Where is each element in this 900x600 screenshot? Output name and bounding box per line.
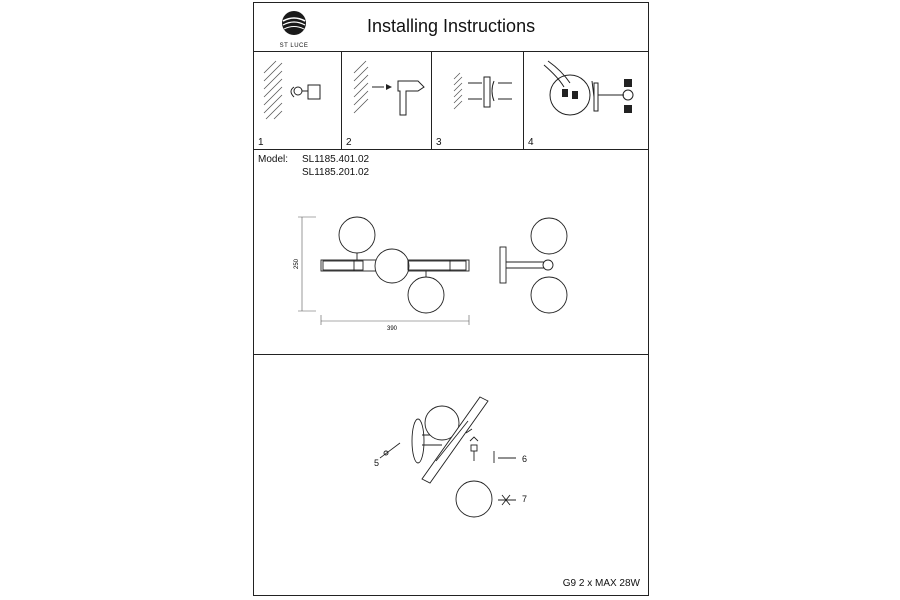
step-1-panel: 1 [254,51,342,149]
step-2-panel: 2 [342,51,432,149]
step-number: 4 [528,137,534,148]
step-number: 2 [346,137,352,148]
brand-logo: ST LUCE [276,9,312,49]
step-number: 3 [436,137,442,148]
bulb-spec: G9 2 x MAX 28W [562,578,640,589]
wall-plate-oval [411,418,425,464]
header: ST LUCE Installing Instructions [254,3,648,52]
section-divider [254,354,648,355]
height-dimension-label: 250 [294,258,300,269]
page-title: Installing Instructions [367,16,536,36]
dimension-drawing: 250 390 [294,216,568,332]
install-steps: 1 2 [254,51,648,150]
step-4-panel: 4 [524,51,650,149]
callout-bulb: 6 [522,454,528,464]
callout-shade: 7 [522,494,528,504]
callout-screw: 5 [374,458,380,468]
mount-bracket-illustration [263,60,321,120]
side-view [499,217,568,314]
model-code: SL1185.201.02 [302,167,370,178]
instruction-sheet: ST LUCE Installing Instructions 1 [253,2,649,596]
glass-shade-loose [455,480,493,518]
model-label: Model: [258,154,289,165]
glass-globe-mounted [424,405,460,441]
model-code: SL1185.401.02 [302,154,370,165]
glass-globe-mid [374,248,410,284]
logo-mark-icon [282,11,306,35]
wall-plate [499,246,507,284]
model-info: Model: SL1185.401.02 SL1185.201.02 [258,153,369,179]
step-number: 1 [258,137,264,148]
front-view [320,216,470,314]
width-dimension-label: 390 [387,326,398,332]
step-3-panel: 3 [432,51,524,149]
hammer-dowel-illustration [353,60,425,116]
assembly-drawing [379,396,516,518]
lamp-bar-diagonal [421,396,489,484]
wiring-connection-illustration [543,60,634,116]
logo-text: ST LUCE [279,43,309,49]
bracket-screw-illustration [453,72,512,110]
